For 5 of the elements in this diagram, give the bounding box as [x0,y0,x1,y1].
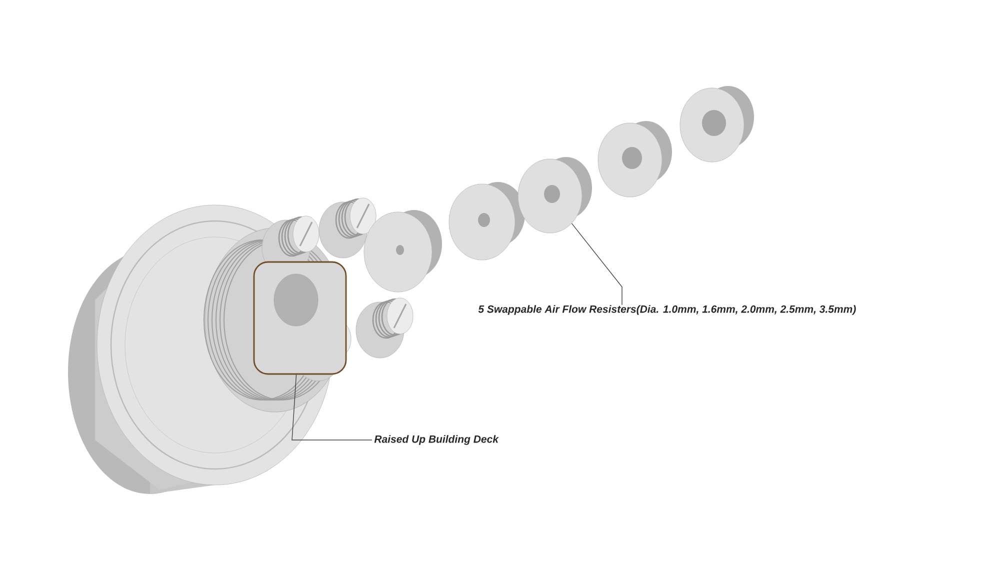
leader-line [571,223,622,306]
leader-line [292,374,372,440]
part-label: Raised Up Building Deck [374,435,499,445]
part-label: 5 Swappable Air Flow Resisters(Dia. 1.0mm, 1.6mm, 2.0mm, 2.5mm, 3.5mm) [478,305,856,315]
resister-ring [518,158,582,234]
